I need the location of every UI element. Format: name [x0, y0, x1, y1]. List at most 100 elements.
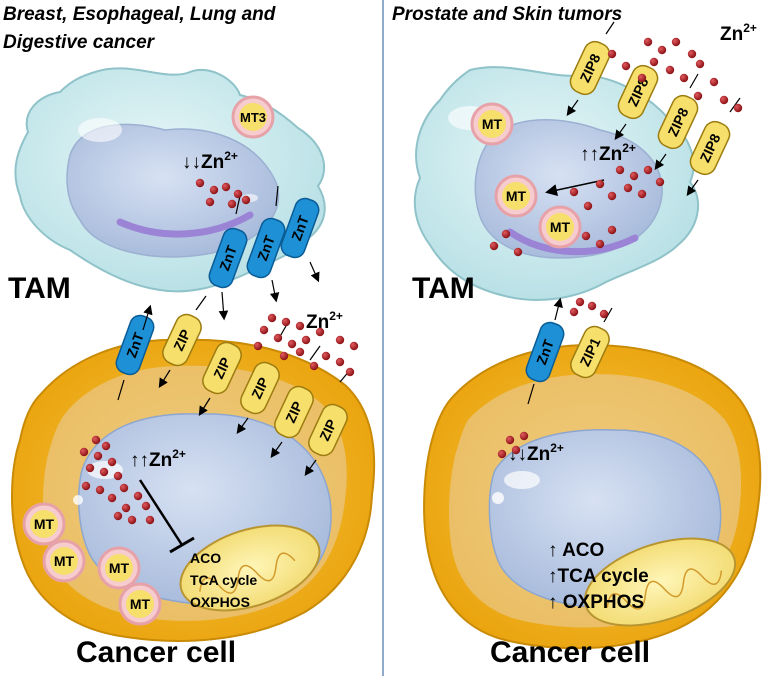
zinc-ion-dot	[595, 179, 605, 189]
zinc-ion-dot	[107, 493, 117, 503]
zinc-ion-dot	[81, 481, 91, 491]
zinc-ion-dot	[607, 191, 617, 201]
zinc-ion-dot	[273, 333, 283, 343]
zinc-ion-dot	[733, 103, 743, 113]
zinc-ion-dot	[195, 178, 205, 188]
left-mt-1: MT	[22, 502, 66, 546]
zinc-ion-dot	[79, 447, 89, 457]
zinc-ion-dot	[259, 325, 269, 335]
zinc-ion-dot	[649, 57, 659, 67]
zinc-ion-dot	[295, 321, 305, 331]
left-mt-2: MT	[42, 539, 86, 583]
left-mt-4: MT	[118, 582, 162, 626]
zinc-ion-dot	[621, 61, 631, 71]
right-mt-2: MT	[494, 174, 538, 218]
zinc-ion-dot	[133, 491, 143, 501]
zinc-ion-dot	[599, 309, 609, 319]
zinc-ion-dot	[107, 457, 117, 467]
zinc-ion-dot	[513, 247, 523, 257]
right-metab-tca: ↑TCA cycle	[548, 566, 649, 587]
zinc-ion-dot	[85, 463, 95, 473]
right-zip8-group: ZIP8 ZIP8 ZIP8 ZIP8	[566, 21, 741, 196]
right-tam-cell	[413, 66, 699, 301]
mt3-label: MT3	[240, 110, 266, 125]
right-mt-3: MT	[538, 205, 582, 249]
right-zinc-dots	[489, 37, 743, 459]
zinc-ion-dot	[657, 45, 667, 55]
left-tam-cell	[14, 67, 326, 293]
zinc-ion-dot	[709, 77, 719, 87]
zinc-ion-dot	[595, 239, 605, 249]
zinc-ion-dot	[511, 445, 521, 455]
zinc-ion-dot	[209, 185, 219, 195]
zinc-ion-dot	[335, 357, 345, 367]
zinc-ion-dot	[505, 435, 515, 445]
zinc-ion-dot	[113, 471, 123, 481]
zinc-ion-dot	[99, 467, 109, 477]
right-mt-group: MT MT MT	[470, 102, 582, 249]
left-tam-znt-1: ZnT	[208, 227, 248, 289]
right-tam-label: TAM	[412, 272, 475, 305]
zinc-ion-dot	[321, 351, 331, 361]
zinc-ion-dot	[227, 199, 237, 209]
zinc-ion-dot	[679, 73, 689, 83]
right-zip8-3: ZIP8	[657, 94, 699, 150]
zinc-ion-dot	[345, 367, 355, 377]
left-tam-zinc-label: ↓↓Zn2+	[182, 149, 238, 173]
left-tam-znt-3: ZnT	[280, 197, 320, 259]
zinc-ion-dot	[695, 59, 705, 69]
right-mitochondrion	[583, 537, 737, 627]
left-metab-oxphos: OXPHOS	[190, 594, 250, 610]
zinc-ion-dot	[281, 317, 291, 327]
left-zip-4: ZIP	[274, 385, 314, 439]
left-zinc-dots	[79, 178, 359, 525]
left-mt-group: MT MT MT MT	[22, 502, 162, 626]
zinc-ion-dot	[719, 95, 729, 105]
svg-text:MT: MT	[130, 596, 151, 612]
right-cancer-znt: ZnT	[525, 321, 565, 383]
left-cancer-zinc-label: ↑↑Zn2+	[130, 447, 186, 471]
zinc-ion-dot	[693, 91, 703, 101]
zinc-ion-dot	[335, 335, 345, 345]
zinc-ion-dot	[665, 65, 675, 75]
left-inhibition-line	[138, 479, 184, 546]
zinc-ion-dot	[267, 313, 277, 323]
zinc-ion-dot	[253, 341, 263, 351]
zinc-ion-dot	[279, 351, 289, 361]
zinc-ion-dot	[607, 49, 617, 59]
right-mt-1: MT	[470, 102, 514, 146]
left-cell-label: Cancer cell	[76, 636, 236, 669]
left-mitochondrion	[179, 524, 321, 612]
left-zip-5: ZIP	[308, 403, 348, 457]
zinc-ion-dot	[637, 73, 647, 83]
zinc-ion-dot	[301, 335, 311, 345]
svg-text:MT: MT	[54, 553, 75, 569]
right-zip8-1: ZIP8	[569, 40, 611, 96]
zinc-ion-dot	[287, 339, 297, 349]
right-title: Prostate and Skin tumors	[392, 4, 622, 25]
left-panel: Breast, Esophageal, Lung and Digestive c…	[3, 4, 376, 669]
zinc-ion-dot	[119, 483, 129, 493]
zinc-ion-dot	[581, 231, 591, 241]
zinc-ion-dot	[497, 449, 507, 459]
zinc-ion-dot	[145, 515, 155, 525]
left-ext-zn-label: Zn2+	[306, 309, 343, 333]
left-zip-group: ZIP ZIP ZIP ZIP ZIP	[158, 295, 351, 476]
svg-text:MT: MT	[550, 219, 571, 235]
right-panel: Prostate and Skin tumors TAM ZIP8 ZIP8 Z…	[392, 4, 762, 669]
zinc-ion-dot	[221, 182, 231, 192]
zinc-ion-dot	[349, 341, 359, 351]
zinc-ion-dot	[95, 485, 105, 495]
zinc-ion-dot	[113, 511, 123, 521]
zinc-ion-dot	[489, 241, 499, 251]
right-metab-oxphos: ↑ OXPHOS	[548, 592, 644, 613]
zinc-ion-dot	[93, 451, 103, 461]
right-tam-nucleus	[474, 119, 663, 259]
left-tam-znt-2: ZnT	[246, 217, 286, 279]
zinc-ion-dot	[615, 165, 625, 175]
zinc-ion-dot	[671, 37, 681, 47]
zinc-ion-dot	[241, 195, 251, 205]
zinc-ion-dot	[121, 503, 131, 513]
zinc-ion-dot	[575, 297, 585, 307]
